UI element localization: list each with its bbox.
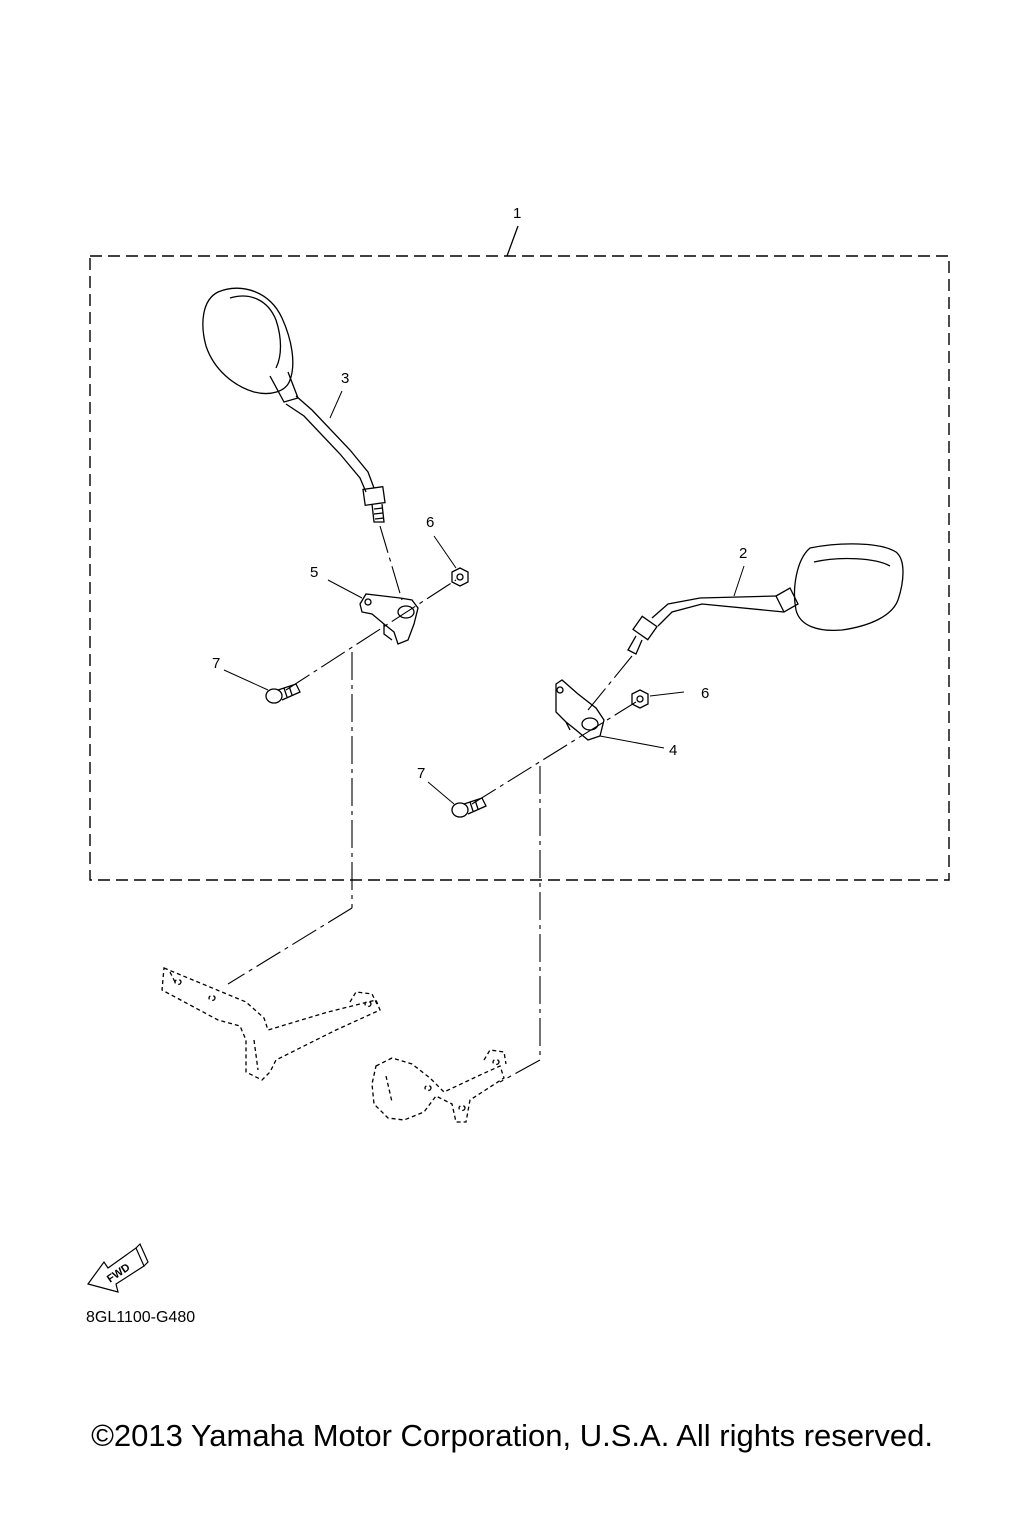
mirror-right bbox=[627, 543, 904, 655]
callout-5: 5 bbox=[310, 564, 318, 581]
mirror-left bbox=[202, 287, 386, 523]
diagram-code: 8GL1100-G480 bbox=[86, 1309, 196, 1326]
bolt-right bbox=[451, 797, 487, 818]
nut-left bbox=[451, 567, 469, 587]
fwd-arrow-icon: FWD bbox=[87, 1242, 149, 1293]
assembly-lines bbox=[227, 525, 637, 1083]
bracket-left bbox=[359, 593, 419, 645]
nut-right bbox=[631, 689, 649, 709]
bracket-right bbox=[555, 679, 605, 741]
frame-section-right bbox=[371, 1049, 507, 1123]
callout-7-left: 7 bbox=[212, 655, 220, 672]
callout-6-left: 6 bbox=[426, 514, 434, 531]
kit-boundary bbox=[89, 255, 950, 881]
callout-4: 4 bbox=[669, 742, 677, 759]
callout-7-right: 7 bbox=[417, 765, 425, 782]
callout-6-right: 6 bbox=[701, 685, 709, 702]
callout-3: 3 bbox=[341, 370, 349, 387]
copyright-notice: ©2013 Yamaha Motor Corporation, U.S.A. A… bbox=[91, 1418, 933, 1453]
bolt-left bbox=[265, 683, 301, 704]
leader-1 bbox=[506, 225, 519, 257]
callout-1: 1 bbox=[513, 205, 521, 222]
callout-leaders bbox=[223, 390, 745, 805]
frame-section-left bbox=[161, 967, 381, 1081]
callout-2: 2 bbox=[739, 545, 747, 562]
